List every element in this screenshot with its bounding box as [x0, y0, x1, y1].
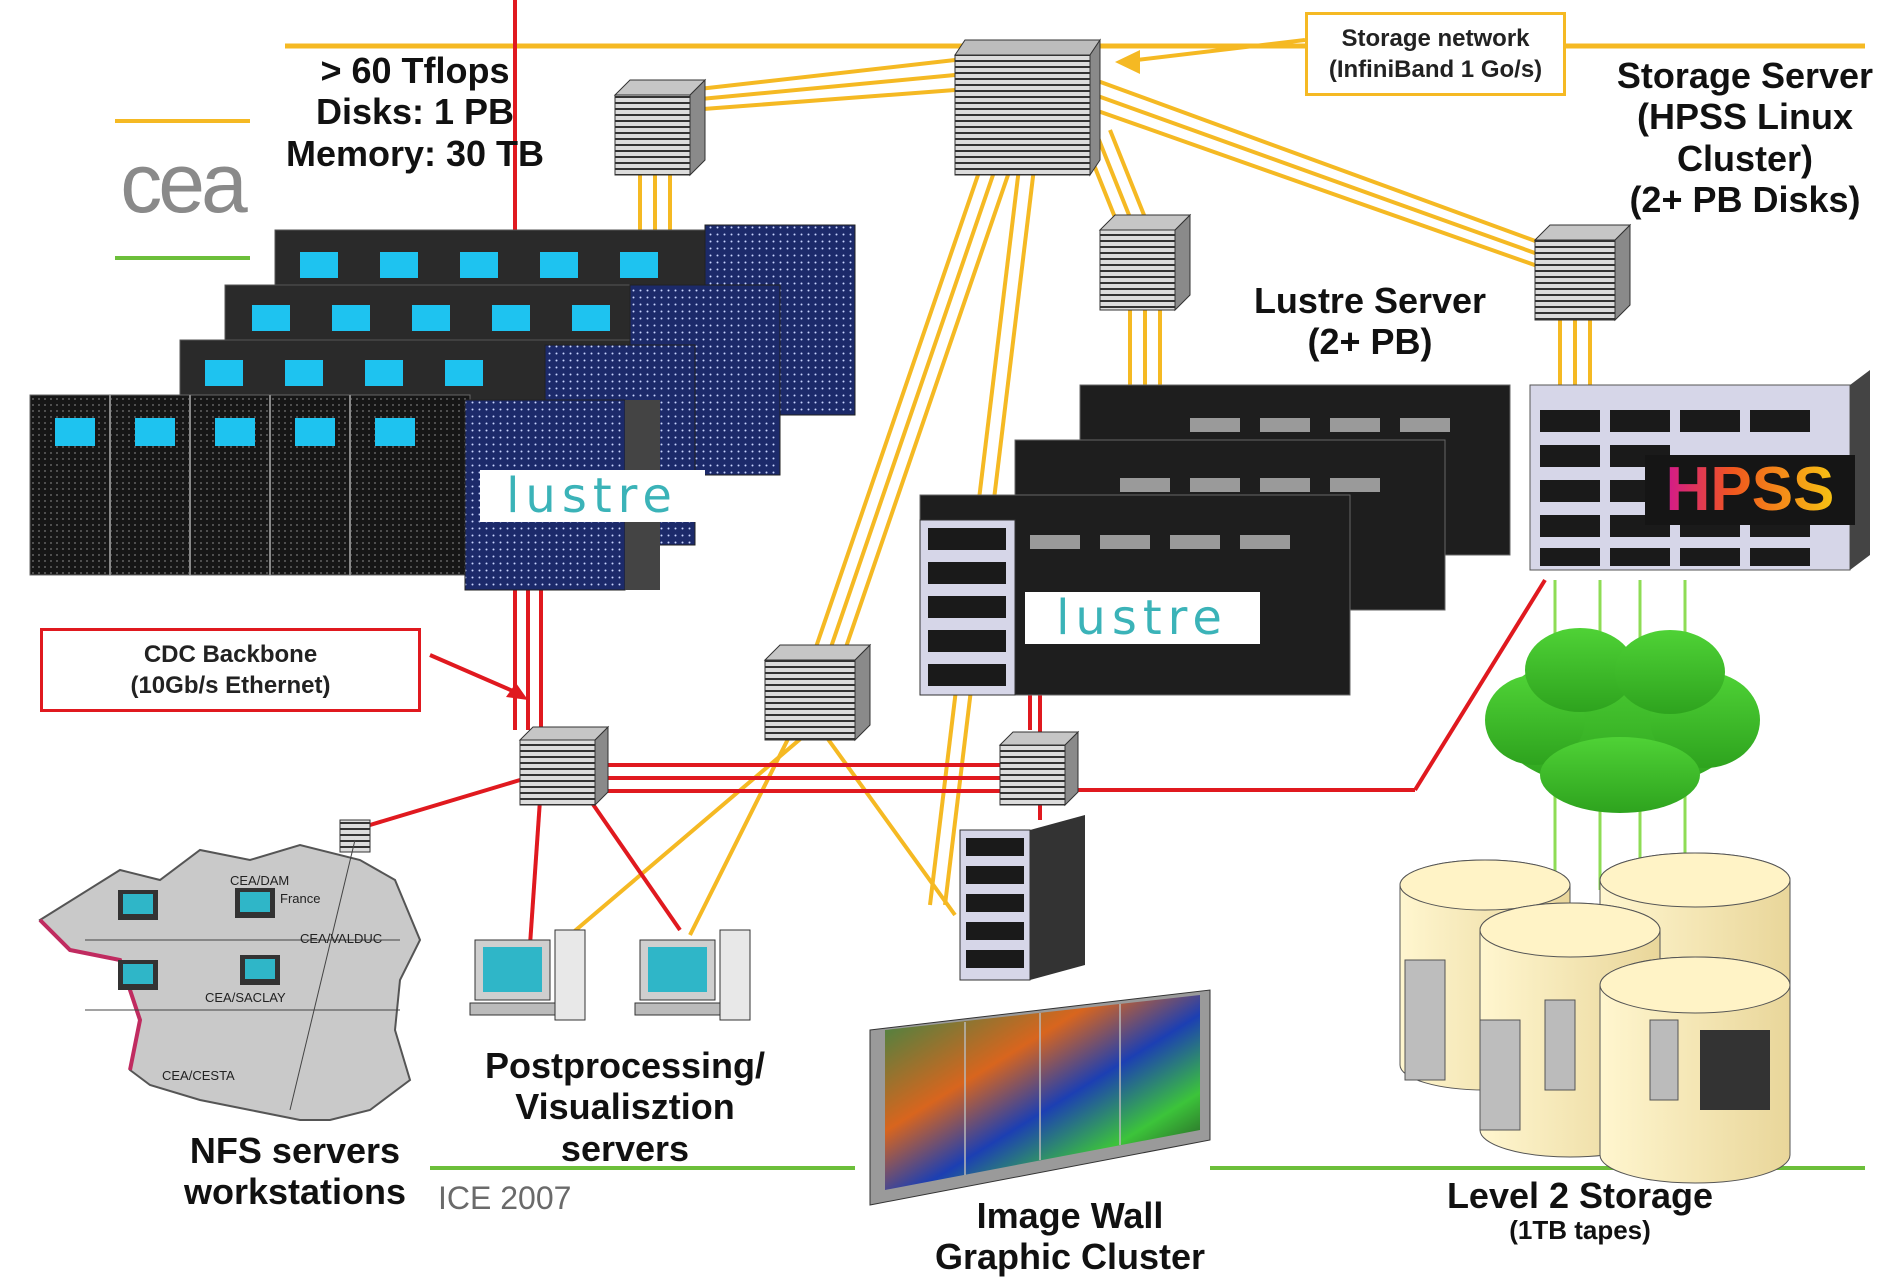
lustre-logo-left	[480, 470, 705, 522]
storage-network-title: Storage network	[1341, 25, 1530, 52]
storage-server-l4: (2+ PB Disks)	[1629, 179, 1861, 221]
lustre-server-racks: lustre	[919, 384, 1511, 696]
nfs-l1: NFS servers	[189, 1130, 401, 1171]
map-site-4: CEA/CESTA	[162, 1068, 235, 1083]
lustre-server-l2: (2+ PB)	[1307, 321, 1433, 363]
hpss-storage-server: HPSS	[1529, 370, 1870, 571]
postprocessing-l3: servers	[560, 1127, 690, 1169]
event-footer: ICE 2007	[438, 1180, 572, 1216]
lustre-logo-left-text: lustre	[506, 468, 678, 524]
switch-hpss	[1533, 223, 1632, 322]
lustre-logo-right	[1025, 592, 1260, 644]
storage-network-sub: (InfiniBand 1 Go/s)	[1328, 56, 1543, 84]
postprocessing-l1: Postprocessing/	[484, 1045, 766, 1086]
compute-tflops: > 60 Tflops	[320, 50, 510, 91]
compute-disks: Disks: 1 PB	[315, 91, 515, 133]
image-wall-rack	[959, 815, 1085, 981]
tape-silos	[1399, 852, 1791, 1184]
storage-server-label: Storage Server (HPSS Linux Cluster) (2+ …	[1595, 55, 1895, 221]
nfs-label: NFS servers workstations	[165, 1130, 425, 1213]
cdc-backbone-sub: (10Gb/s Ethernet)	[130, 672, 331, 700]
visualisation-workstation-2	[634, 929, 751, 1021]
postprocessing-label: Postprocessing/ Visualisztion servers	[460, 1045, 790, 1169]
france-map: CEA/DAM France CEA/VALDUC CEA/SACLAY CEA…	[38, 839, 422, 1121]
visualisation-workstation-1	[469, 929, 586, 1021]
map-site-2: CEA/VALDUC	[300, 931, 382, 946]
postprocessing-l2: Visualisztion	[515, 1086, 735, 1128]
cea-logo-text: cea	[120, 136, 248, 230]
hpss-logo-text: HPSS	[1666, 455, 1835, 524]
switch-nfs	[339, 819, 371, 853]
image-wall-l1: Image Wall	[976, 1195, 1164, 1236]
image-wall-l2: Graphic Cluster	[934, 1236, 1206, 1278]
cdc-backbone-title: CDC Backbone	[143, 641, 318, 668]
storage-server-l3: Cluster)	[1676, 137, 1814, 179]
cdc-backbone-box: CDC Backbone (10Gb/s Ethernet)	[40, 628, 421, 712]
nfs-l2: workstations	[183, 1171, 407, 1213]
image-wall-display	[869, 989, 1211, 1206]
compute-specs-label: > 60 Tflops Disks: 1 PB Memory: 30 TB	[280, 50, 550, 174]
network-cloud	[1485, 628, 1760, 813]
compute-memory: Memory: 30 TB	[285, 132, 545, 174]
switch-lustre	[1098, 213, 1192, 312]
map-site-3: CEA/SACLAY	[205, 990, 286, 1005]
storage-server-l1: Storage Server	[1616, 55, 1874, 96]
compute-cluster: lustre	[29, 224, 856, 591]
map-site-1b: France	[280, 891, 320, 906]
level2-l1: Level 2 Storage	[1446, 1175, 1714, 1216]
lustre-server-l1: Lustre Server	[1253, 280, 1487, 321]
hpss-logo	[1645, 455, 1855, 525]
level2-label: Level 2 Storage (1TB tapes)	[1420, 1175, 1740, 1246]
switch-lustre-lower	[998, 730, 1080, 807]
switch-cluster	[613, 78, 707, 177]
map-site-1: CEA/DAM	[230, 873, 289, 888]
cea-logo: cea	[115, 119, 252, 260]
level2-l2: (1TB tapes)	[1509, 1215, 1651, 1246]
switch-backbone	[518, 725, 610, 807]
lustre-server-label: Lustre Server (2+ PB)	[1225, 280, 1515, 363]
image-wall-label: Image Wall Graphic Cluster	[915, 1195, 1225, 1278]
storage-server-l2: (HPSS Linux	[1636, 96, 1854, 138]
switch-mid	[763, 643, 872, 742]
lustre-logo-right-text: lustre	[1056, 590, 1228, 646]
switch-main	[954, 38, 1101, 177]
storage-network-box: Storage network (InfiniBand 1 Go/s)	[1305, 12, 1566, 96]
